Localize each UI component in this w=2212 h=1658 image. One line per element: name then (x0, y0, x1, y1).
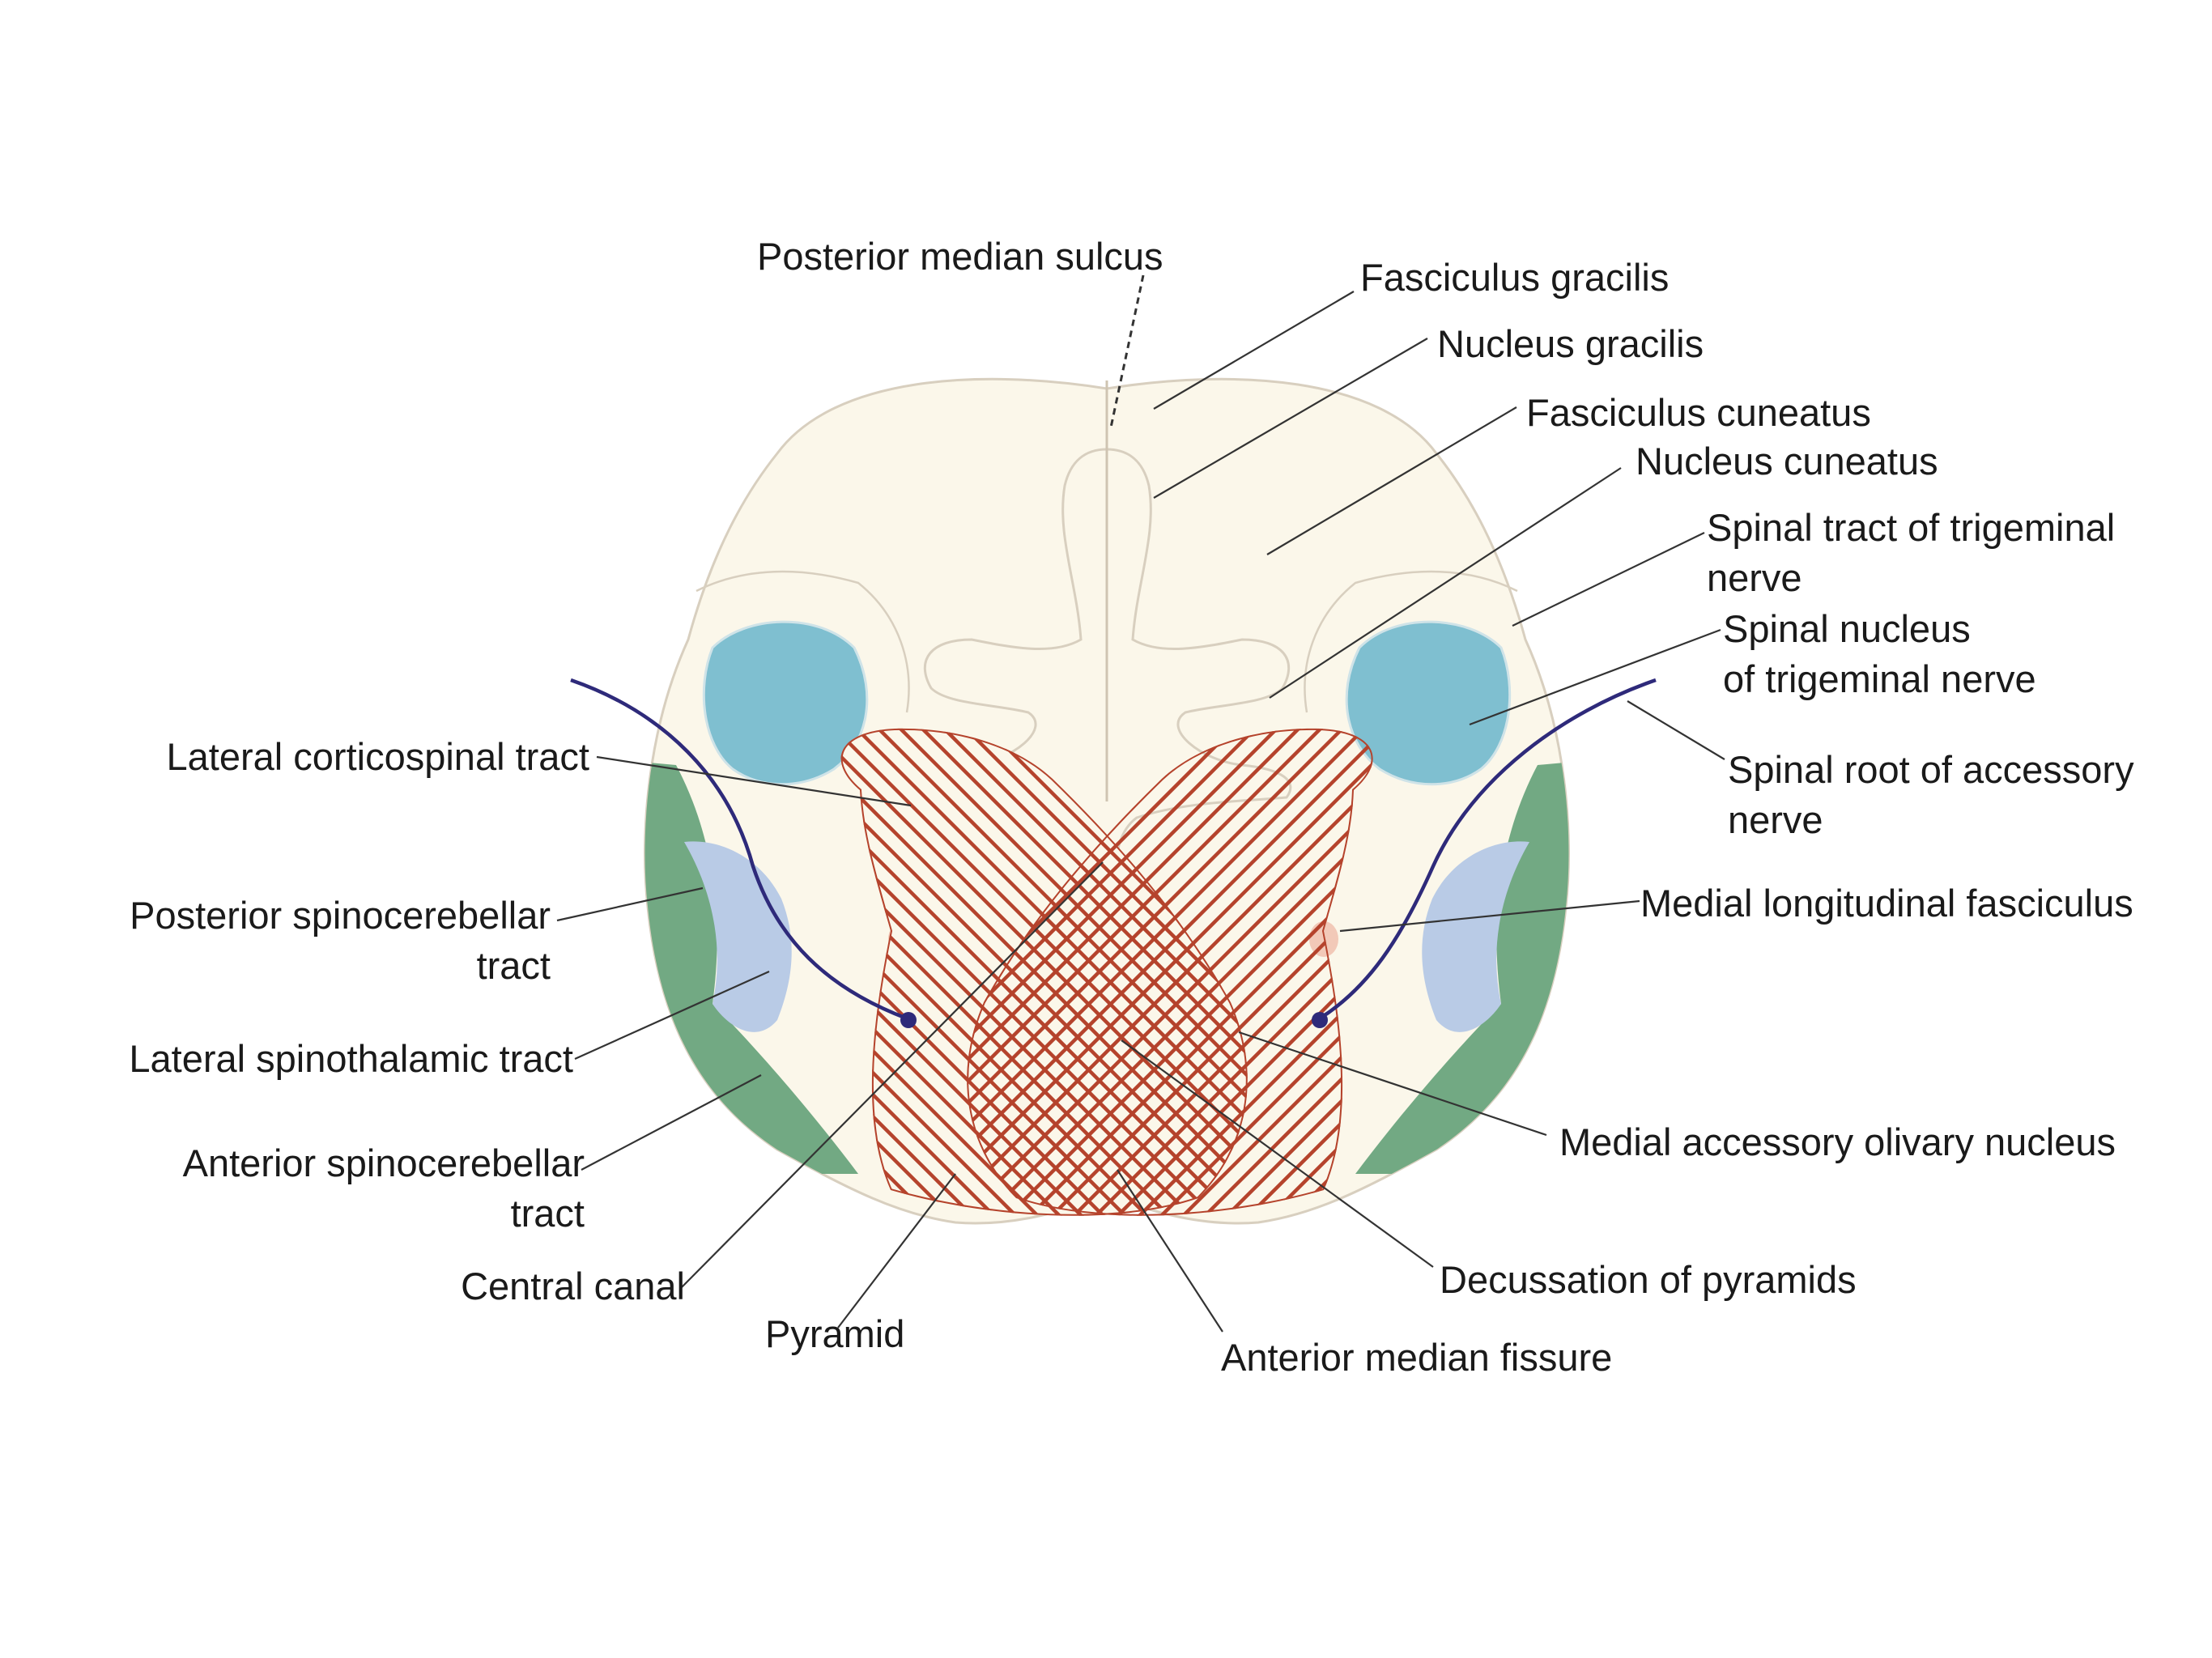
pyramid-hatch-line (967, 728, 1373, 1216)
label-posterior-spinocerebellar-line1: Posterior spinocerebellar (130, 894, 551, 937)
pyramid-hatch-line (967, 728, 1373, 1216)
pyramid-right (967, 728, 1373, 1216)
pyramid-hatch-line (840, 728, 1248, 1216)
accessory-root-dot-right (1312, 1012, 1328, 1028)
label-nucleus-gracilis: Nucleus gracilis (1437, 322, 1704, 365)
pyramid-hatch-line (967, 728, 1373, 1216)
spinal-root-accessory-left (570, 678, 908, 1021)
cuneatus-boundary-left (696, 570, 910, 713)
anterior-spinocerebellar-right (1355, 1004, 1550, 1174)
pyramid-hatch-line (967, 728, 1373, 1216)
label-spinal-tract-trigeminal-line1: Spinal tract of trigeminal (1707, 506, 2116, 549)
spinal-nucleus-trigeminal-right (1345, 620, 1512, 786)
pyramid-hatch-line (967, 728, 1373, 1216)
anterior-spinocerebellar-left (664, 1004, 858, 1174)
label-fasciculus-gracilis: Fasciculus gracilis (1360, 256, 1670, 299)
pyramid-hatch-line (840, 728, 1248, 1216)
pyramid-hatch-line (967, 728, 1373, 1216)
label-lateral-spinothalamic: Lateral spinothalamic tract (129, 1037, 573, 1080)
label-anterior-spinocerebellar-line1: Anterior spinocerebellar (182, 1141, 585, 1184)
spinal-nucleus-trigeminal-left (702, 620, 869, 786)
leader-anterior-spinocerebellar (581, 1074, 762, 1171)
label-spinal-tract-trigeminal-line2: nerve (1707, 556, 1802, 599)
pyramid-hatch-line (967, 728, 1373, 1216)
leader-nucleus-cuneatus (1269, 467, 1622, 699)
label-pyramid: Pyramid (765, 1312, 905, 1355)
label-spinal-nucleus-trigeminal: Spinal nucleus of trigeminal nerve (1723, 604, 2036, 704)
label-central-canal: Central canal (461, 1265, 685, 1307)
cuneatus-boundary-right (1304, 570, 1518, 713)
pyramid-hatch-line (840, 728, 1248, 1216)
pyramid-hatch-line (840, 728, 1248, 1216)
pyramid-hatch-line (967, 728, 1373, 1216)
leader-posterior-median-sulcus (1109, 274, 1145, 428)
lateral-spinothalamic-left (684, 841, 792, 1032)
leader-spinal-root-accessory (1627, 700, 1725, 760)
label-posterior-spinocerebellar: Posterior spinocerebellar tract (49, 891, 551, 991)
pyramid-hatch-line (967, 728, 1373, 1216)
pyramid-hatch-line (967, 728, 1373, 1216)
leader-anterior-median-fissure (1117, 1169, 1223, 1333)
pyramid-hatch-line (967, 728, 1373, 1216)
leader-spinal-tract-trigeminal (1512, 532, 1705, 627)
label-posterior-spinocerebellar-line2: tract (476, 944, 551, 987)
leader-nucleus-gracilis (1153, 338, 1428, 499)
leader-spinal-nucleus-trigeminal (1469, 628, 1721, 726)
label-lateral-corticospinal: Lateral corticospinal tract (166, 735, 589, 778)
leader-fasciculus-gracilis (1153, 291, 1355, 410)
accessory-root-dot-left (900, 1012, 917, 1028)
label-nucleus-cuneatus: Nucleus cuneatus (1636, 440, 1938, 483)
pyramid-hatch-line (967, 728, 1373, 1216)
pyramid-hatch-line (967, 728, 1373, 1216)
leader-lines (556, 274, 1725, 1333)
label-spinal-nucleus-trigeminal-line2: of trigeminal nerve (1723, 657, 2036, 700)
label-decussation-of-pyramids: Decussation of pyramids (1440, 1258, 1857, 1301)
label-spinal-nucleus-trigeminal-line1: Spinal nucleus (1723, 607, 1971, 650)
leader-fasciculus-cuneatus (1266, 406, 1517, 555)
pyramid-hatch-line (967, 728, 1373, 1216)
label-medial-longitudinal-fasciculus: Medial longitudinal fasciculus (1640, 882, 2133, 925)
label-anterior-median-fissure: Anterior median fissure (1221, 1336, 1613, 1379)
leader-lateral-corticospinal (596, 755, 912, 807)
label-fasciculus-cuneatus: Fasciculus cuneatus (1526, 391, 1871, 434)
leader-lateral-spinothalamic (574, 970, 770, 1061)
leader-central-canal (681, 861, 1104, 1288)
label-spinal-root-accessory: Spinal root of accessory nerve (1728, 745, 2134, 845)
leader-mlf (1339, 899, 1640, 933)
label-spinal-root-accessory-line1: Spinal root of accessory (1728, 748, 2134, 791)
leader-decussation (1121, 1039, 1434, 1268)
leader-posterior-spinocerebellar (556, 886, 704, 922)
label-spinal-root-accessory-line2: nerve (1728, 798, 1823, 841)
leader-medial-accessory-olivary (1238, 1031, 1547, 1137)
label-anterior-spinocerebellar-line2: tract (510, 1192, 585, 1235)
label-posterior-median-sulcus: Posterior median sulcus (757, 235, 1163, 278)
leader-pyramid (837, 1173, 956, 1329)
label-medial-accessory-olivary-nucleus: Medial accessory olivary nucleus (1559, 1120, 2116, 1163)
pyramid-hatch-line (967, 728, 1373, 1216)
posterior-spinocerebellar-left (644, 761, 717, 1004)
lateral-spinothalamic-right (1422, 841, 1529, 1032)
pyramid-hatch-line (840, 728, 1248, 1216)
posterior-spinocerebellar-right (1496, 761, 1569, 1004)
label-spinal-tract-trigeminal: Spinal tract of trigeminal nerve (1707, 503, 2115, 603)
label-anterior-spinocerebellar: Anterior spinocerebellar tract (81, 1138, 585, 1239)
spinal-root-accessory-right (1318, 678, 1657, 1020)
